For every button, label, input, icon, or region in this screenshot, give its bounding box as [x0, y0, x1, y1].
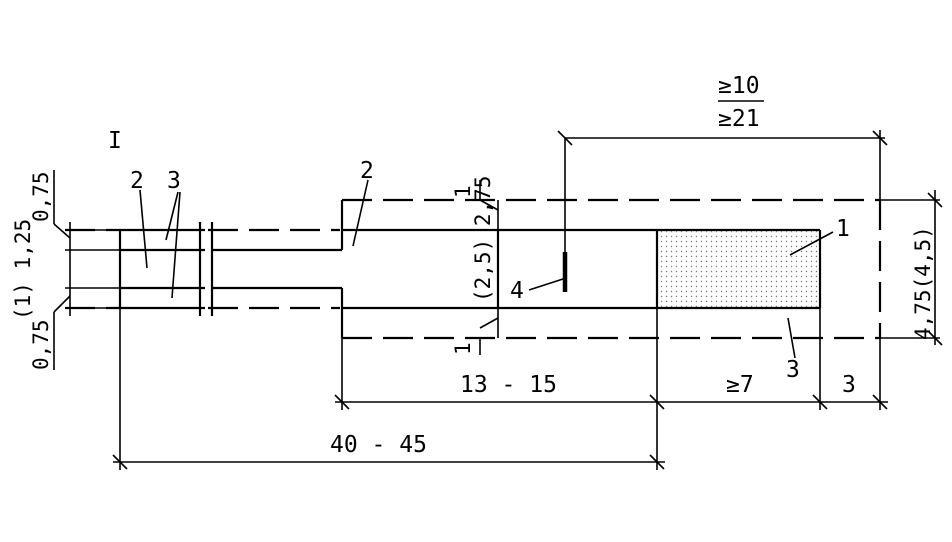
left-dimension-lines: [53, 170, 120, 370]
dim-top-a: ≥10: [718, 73, 760, 99]
dim-right-total: 4,75(4,5): [911, 226, 935, 340]
right-dimension-lines: [880, 190, 943, 346]
dim-vert-mid: (2,5) 2,75: [471, 176, 495, 302]
dim-bottom-total: 40 - 45: [330, 432, 427, 458]
center-dimension-lines: [479, 180, 499, 355]
dim-top-b: ≥21: [718, 106, 760, 132]
dim-left-bot: 0,75: [29, 319, 53, 370]
break-symbol: [198, 222, 214, 316]
dim-bottom-b: ≥7: [726, 372, 754, 398]
dim-step-bot: 1: [451, 342, 475, 355]
callout-3-right: 3: [786, 357, 800, 383]
dim-bottom-a: 13 - 15: [460, 372, 557, 398]
callout-4: 4: [510, 278, 524, 304]
callout-2-left: 2: [130, 168, 144, 194]
weld-zone: [658, 231, 819, 307]
dim-left-top: 0,75: [29, 171, 53, 222]
leader-lines: [139, 179, 834, 359]
callout-3-left: 3: [167, 168, 181, 194]
bottom-dimension-lines: [112, 308, 888, 470]
dim-step-top: 1: [451, 185, 475, 198]
callout-1: 1: [836, 216, 850, 242]
callout-2-right: 2: [360, 158, 374, 184]
dim-left-mid: (1) 1,25: [11, 219, 35, 320]
section-mark: I: [108, 128, 122, 154]
dim-bottom-c: 3: [842, 372, 856, 398]
